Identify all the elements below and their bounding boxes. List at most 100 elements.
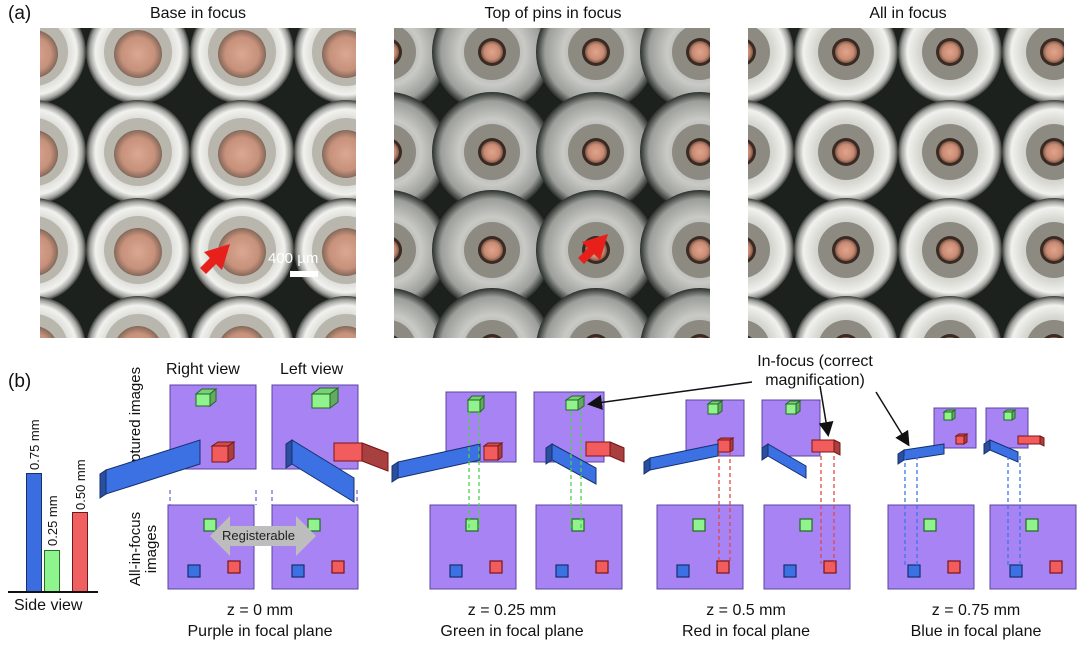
pin-core — [40, 326, 55, 338]
caption-z05: z = 0.5 mm — [706, 602, 786, 619]
pin-tip — [689, 239, 710, 261]
pin-tip — [695, 337, 705, 338]
pin-tip — [939, 41, 961, 63]
green-pin — [784, 400, 802, 415]
pin-tip-rim — [1044, 334, 1064, 338]
pin-tip — [748, 142, 753, 162]
red-pin — [333, 442, 389, 472]
pin-tip — [939, 239, 961, 261]
caption-z075: z = 0.75 mm — [931, 602, 1021, 619]
blue-pin — [907, 564, 921, 578]
red-pin — [489, 560, 503, 574]
pin-tip-rim — [394, 335, 398, 338]
pin-tip — [689, 41, 710, 63]
pin-ring — [748, 100, 794, 204]
green-pin — [203, 518, 217, 532]
red-arrow-icon — [578, 234, 608, 264]
pin-ring — [898, 296, 1002, 338]
pin-tip — [841, 337, 851, 338]
blue-pin — [285, 439, 355, 503]
annotation-in-focus: In-focus (correct magnification) — [757, 353, 873, 390]
pin-tip — [945, 337, 955, 338]
caption-z075-desc: Blue in focal plane — [910, 623, 1042, 640]
pin-core — [218, 30, 266, 78]
red-pin — [954, 433, 969, 445]
pin-tip — [394, 142, 399, 162]
photo-top-in-focus — [394, 28, 710, 338]
green-pin — [942, 409, 957, 421]
pin-ring — [794, 296, 898, 338]
red-pin — [716, 560, 730, 574]
registerable-label: Registerable — [222, 528, 295, 543]
blue-pin — [643, 443, 719, 475]
pin-tip-rim — [748, 335, 752, 338]
caption-z0-desc: Purple in focal plane — [187, 623, 333, 640]
caption-z025-desc: Green in focal plane — [440, 623, 584, 640]
green-pin — [692, 518, 706, 532]
red-pin — [210, 441, 236, 463]
photo-title-top: Top of pins in focus — [484, 5, 622, 22]
annotation-arrow — [587, 381, 753, 410]
red-pin — [1017, 435, 1045, 447]
pin-core — [221, 326, 263, 338]
annotation-arrow — [875, 391, 910, 447]
pin-tip — [591, 337, 601, 338]
pin-tip — [939, 141, 961, 163]
green-pin — [923, 518, 937, 532]
pin-ring — [536, 288, 656, 338]
pin-tip — [481, 41, 503, 63]
pin-tip — [1049, 337, 1059, 338]
pin-core — [117, 326, 159, 338]
pin-tip — [585, 41, 607, 63]
green-pin — [466, 394, 486, 414]
caption-z025: z = 0.25 mm — [467, 602, 557, 619]
blue-pin — [545, 443, 597, 485]
photo-all-in-focus — [748, 28, 1064, 338]
pin-inner — [394, 222, 416, 278]
blue-pin — [676, 564, 690, 578]
pin-ring — [748, 198, 794, 302]
pin-inner — [465, 320, 519, 338]
caption-z05-desc: Red in focal plane — [681, 623, 811, 640]
pin-tip-rim — [836, 334, 856, 338]
pin-inner — [394, 320, 415, 338]
pin-tip-rim — [690, 334, 710, 338]
pin-core — [218, 130, 266, 178]
pin-inner — [819, 320, 873, 338]
panel-a-label: (a) — [8, 3, 32, 24]
pin-tip — [481, 239, 503, 261]
photo-title-all: All in focus — [869, 5, 947, 22]
green-pin — [799, 518, 813, 532]
pin-core — [218, 228, 266, 276]
pin-tip-rim — [586, 334, 606, 338]
side-view-title: Side view — [14, 597, 83, 614]
red-pin — [482, 442, 504, 461]
red-pin — [823, 560, 837, 574]
blue-pin — [1009, 564, 1023, 578]
focal-plane-diagram — [99, 381, 1077, 590]
pin-tip — [748, 240, 753, 260]
green-pin — [1025, 518, 1039, 532]
scale-bar-label: 400 µm — [268, 250, 319, 267]
pin-tip — [585, 141, 607, 163]
blue-pin — [449, 564, 463, 578]
red-pin — [947, 560, 961, 574]
all-in-focus-image — [989, 504, 1077, 590]
red-pin — [716, 437, 735, 453]
pin-tip — [748, 42, 753, 62]
red-arrow-icon — [200, 244, 230, 274]
green-pin — [465, 518, 479, 532]
pin-core — [322, 130, 356, 178]
pin-tip — [835, 141, 857, 163]
pin-inner — [748, 28, 770, 80]
pin-core — [322, 30, 356, 78]
all-in-focus-image — [763, 504, 851, 590]
green-pin — [571, 518, 585, 532]
pin-inner — [1027, 320, 1064, 338]
photo-title-base: Base in focus — [149, 5, 247, 22]
all-in-focus-image — [887, 504, 975, 590]
pin-inner — [748, 320, 769, 338]
pin-tip — [835, 239, 857, 261]
red-pin — [227, 560, 241, 574]
pin-tip — [394, 42, 399, 62]
